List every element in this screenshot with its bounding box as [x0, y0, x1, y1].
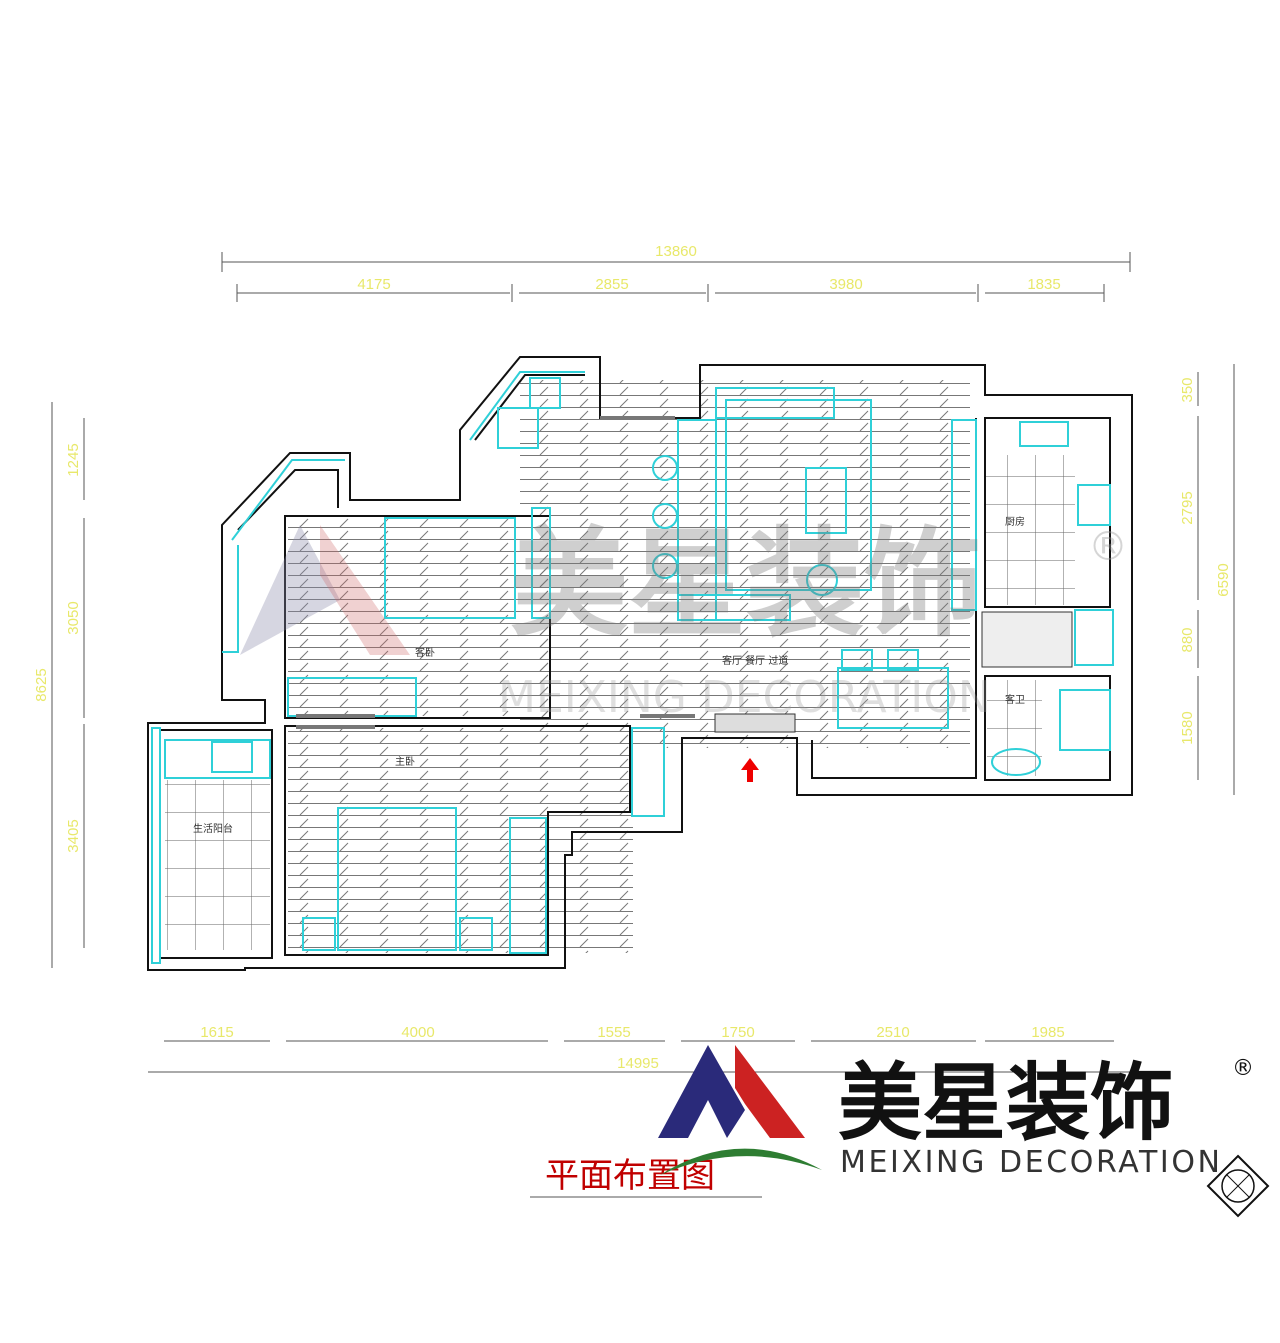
bar-stool [652, 455, 678, 481]
floor-finishes [165, 380, 1075, 953]
guest-bed [384, 517, 516, 619]
watermark-text-cn: 美星装饰 [510, 515, 982, 653]
shower [1059, 689, 1111, 751]
room-labels: 客卧 主卧 客厅 餐厅 过道 厨房 客卫 生活阳台 [193, 515, 1025, 835]
right-dimension-chain: 6590 350 2795 880 1580 [1179, 364, 1235, 795]
logo-mark-left [658, 1045, 745, 1138]
dim-bottom-2: 4000 [401, 1024, 434, 1041]
dim-bottom-5: 2510 [876, 1024, 909, 1041]
dim-top-total: 13860 [655, 243, 697, 260]
label-kitchen: 厨房 [1005, 515, 1025, 528]
entrance-arrow-icon [741, 758, 759, 782]
dim-left-3: 3405 [65, 819, 82, 852]
stove [1019, 421, 1069, 447]
washing-area [164, 739, 271, 779]
nightstand [302, 917, 336, 951]
dim-top-1: 4175 [357, 276, 390, 293]
dim-bottom-3: 1555 [597, 1024, 630, 1041]
armchair [497, 407, 539, 449]
brand-logo: 美星装饰 ® MEIXING DECORATION [658, 1045, 1254, 1180]
north-symbol-icon [1206, 1154, 1270, 1218]
logo-registered-mark: ® [1232, 1056, 1254, 1081]
dining-chair [841, 649, 873, 671]
label-master-bedroom: 主卧 [395, 755, 415, 768]
label-bathroom: 客卫 [1005, 693, 1025, 706]
dining-chair [887, 649, 919, 671]
dim-top-4: 1835 [1027, 276, 1060, 293]
dim-bottom-total: 14995 [617, 1055, 659, 1072]
master-bed [337, 807, 457, 951]
dim-bottom-6: 1985 [1031, 1024, 1064, 1041]
logo-mark-right [735, 1045, 805, 1138]
label-balcony: 生活阳台 [193, 822, 233, 835]
label-guest-bedroom: 客卧 [415, 646, 435, 659]
watermark-text-en: MEIXING DECORATION [498, 672, 991, 723]
master-wardrobe [509, 817, 547, 954]
dim-right-2: 2795 [1179, 491, 1196, 524]
left-dimension-chain: 8625 1245 3050 3405 [33, 402, 85, 968]
bar-stool [652, 553, 678, 579]
logo-text-en: MEIXING DECORATION [840, 1145, 1220, 1180]
dim-bottom-4: 1750 [721, 1024, 754, 1041]
nightstand [459, 917, 493, 951]
label-living-dining: 客厅 餐厅 过道 [722, 654, 788, 667]
bar-stool [652, 503, 678, 529]
sofa-back [715, 387, 835, 419]
dim-top-3: 3980 [829, 276, 862, 293]
watermark: 美星装饰 MEIXING DECORATION ® [240, 515, 1128, 723]
living-cabinet [951, 419, 977, 611]
dim-right-3: 880 [1179, 627, 1196, 652]
desk [531, 507, 551, 619]
washing-machine [211, 741, 253, 773]
balcony-window [151, 727, 161, 964]
dim-left-total: 8625 [33, 668, 50, 701]
dim-right-4: 1580 [1179, 711, 1196, 744]
watermark-registered-mark: ® [1088, 524, 1128, 570]
dim-bottom-1: 1615 [200, 1024, 233, 1041]
round-table [806, 564, 838, 596]
dim-right-total: 6590 [1215, 563, 1232, 596]
dim-left-1: 1245 [65, 443, 82, 476]
side-cabinet [677, 594, 791, 621]
furniture [151, 371, 1114, 964]
sofa [725, 399, 872, 591]
top-dimension-chain: 13860 4175 2855 3980 1835 [221, 243, 1131, 302]
coffee-table [805, 467, 847, 534]
washbasin [991, 748, 1041, 776]
kitchen-sink [1077, 484, 1111, 526]
logo-text-cn: 美星装饰 [838, 1054, 1174, 1152]
bottom-dimension-chain: 1615 4000 1555 1750 2510 1985 14995 [148, 1024, 1130, 1073]
fridge [1074, 609, 1114, 666]
armchair [529, 377, 561, 409]
dim-left-2: 3050 [65, 601, 82, 634]
dining-table [837, 667, 949, 729]
shoe-cabinet [631, 727, 665, 817]
dim-top-2: 2855 [595, 276, 628, 293]
logo-swoosh [660, 1148, 822, 1175]
dim-right-1: 350 [1179, 377, 1196, 402]
